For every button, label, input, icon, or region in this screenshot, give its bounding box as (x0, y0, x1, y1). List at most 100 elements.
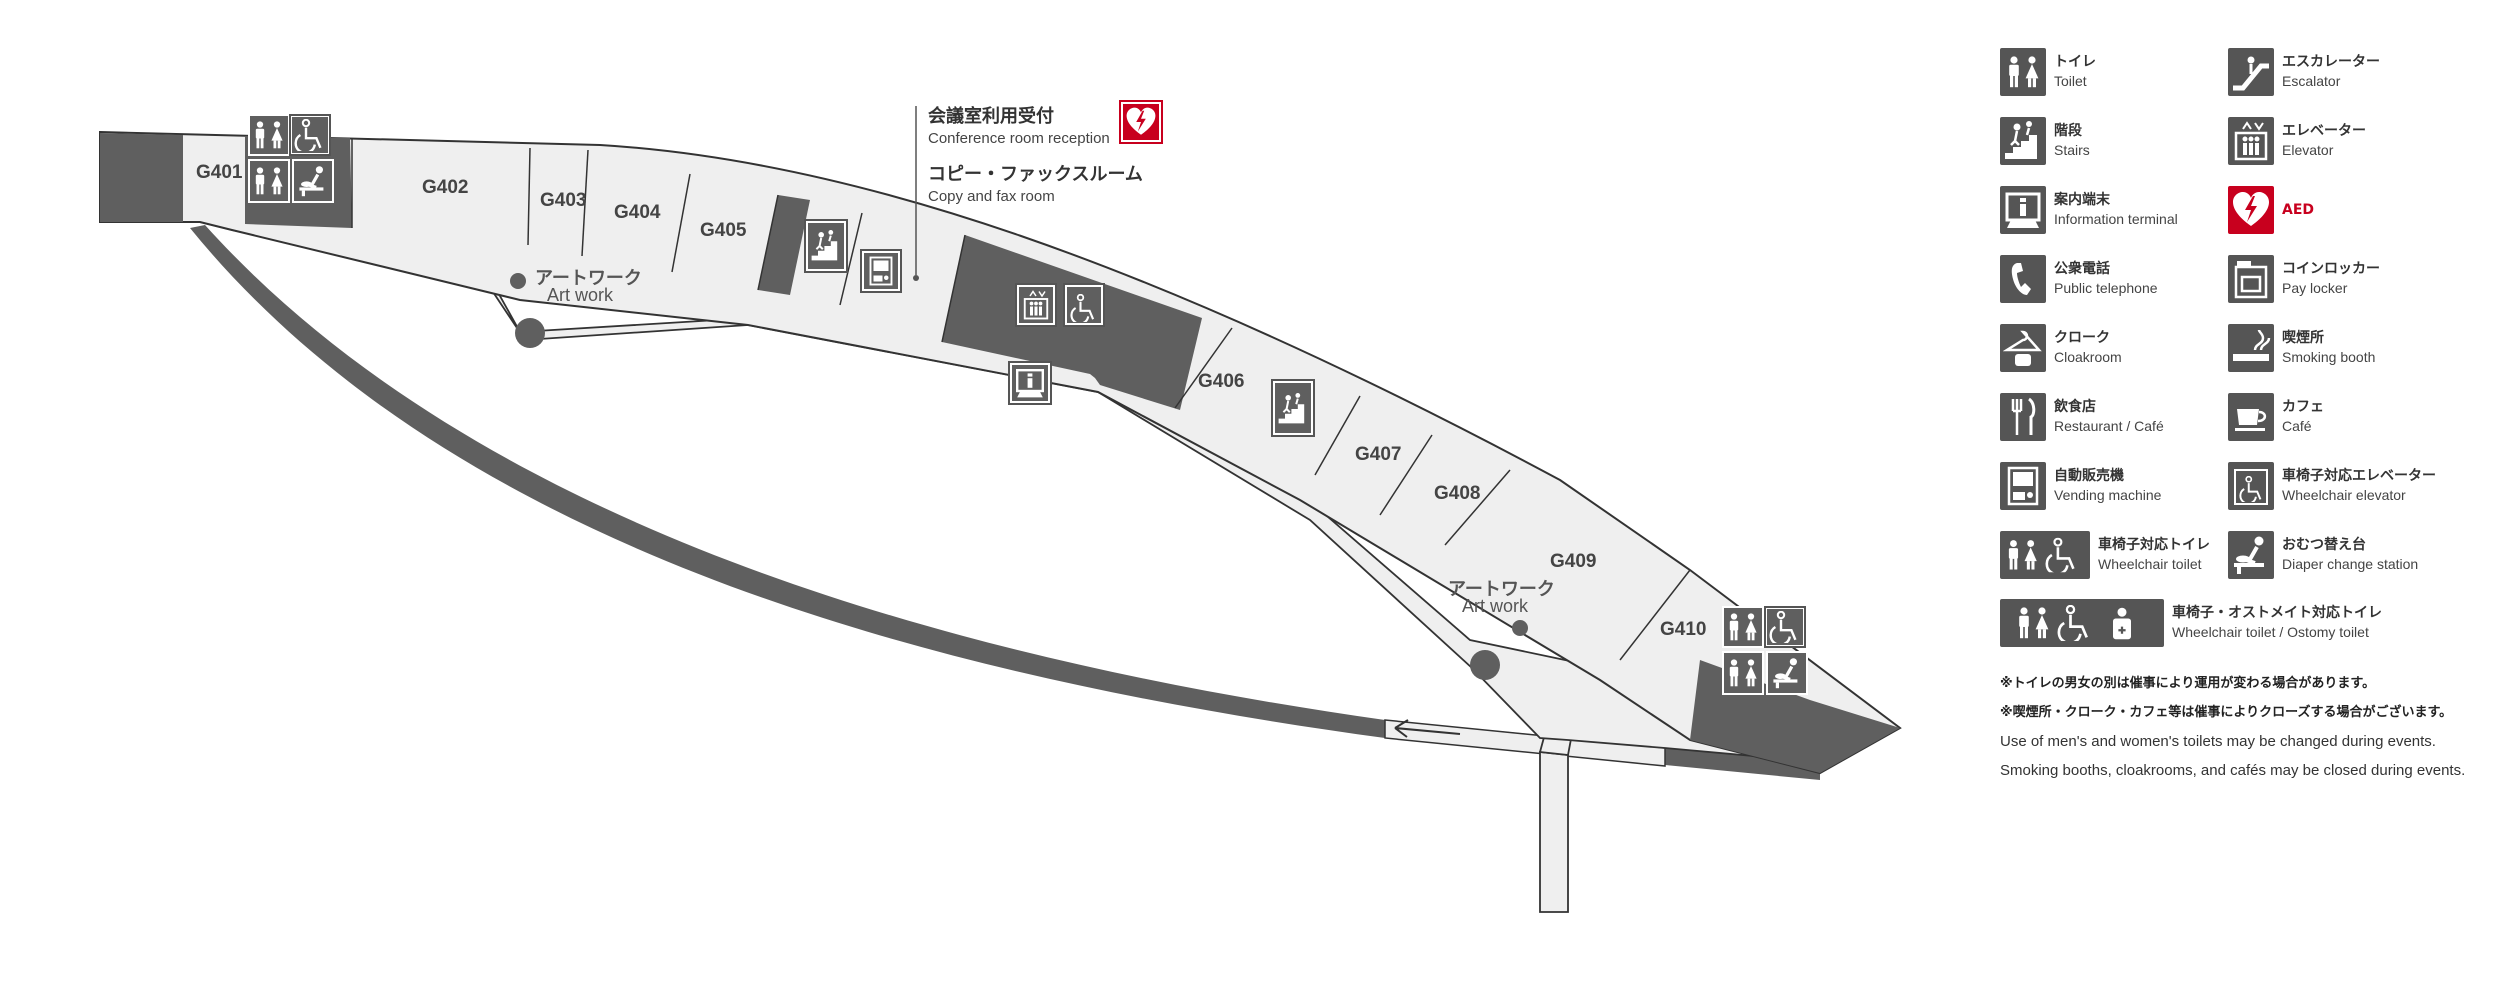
legend-jp: エスカレーター (2282, 54, 2380, 70)
legend-item-wheelchair-elevator: 車椅子対応エレベーター Wheelchair elevator (2228, 462, 2456, 510)
floor-map: G401 G402 G403 G404 G405 G406 G407 G408 … (99, 100, 1902, 913)
artwork-large-dot-right (1470, 650, 1500, 680)
copy-fax-room-en: Copy and fax room (928, 188, 1055, 205)
room-dividers (351, 138, 1691, 661)
toilet-map-icon-4 (1722, 651, 1764, 695)
legend-item-elevator: エレベーター Elevator (2228, 117, 2456, 165)
aed-icon (2228, 186, 2274, 234)
aed-map-icon (1119, 100, 1163, 144)
room-band (99, 130, 1902, 775)
legend-en: Vending machine (2054, 487, 2162, 503)
legend: トイレ Toilet エスカレーター Escalator 階段 Stairs エレベー… (2000, 48, 2490, 785)
conference-reception-jp: 会議室利用受付 (928, 105, 1054, 127)
restaurant-icon (2000, 393, 2046, 441)
legend-item-information-terminal: 案内端末 Information terminal (2000, 186, 2228, 234)
legend-jp: 喫煙所 (2282, 330, 2324, 346)
wheelchair-elevator-map-icon (1063, 283, 1105, 327)
legend-jp: 車椅子対応トイレ (2098, 537, 2210, 553)
legend-en: Smoking booth (2282, 349, 2376, 365)
toilet-map-icon (248, 114, 290, 156)
elevator-map-icon (1015, 283, 1057, 327)
room-label-g406: G406 (1198, 371, 1244, 392)
legend-jp: コインロッカー (2282, 261, 2380, 277)
note-closure-jp: ※喫煙所・クローク・カフェ等は催事によりクローズする場合がございます。 (2000, 705, 2453, 720)
south-corridor (1539, 750, 1569, 913)
diaper-map-icon (292, 159, 334, 203)
cafe-icon (2228, 393, 2274, 441)
artwork-left-en: Art work (547, 285, 614, 305)
room-label-g403: G403 (540, 190, 586, 211)
room-label-g409: G409 (1550, 551, 1596, 572)
note-toilet-jp: ※トイレの男女の別は催事により運用が変わる場合があります。 (2000, 676, 2376, 691)
legend-en: Pay locker (2282, 280, 2348, 296)
legend-item-toilet: トイレ Toilet (2000, 48, 2228, 96)
legend-jp: 案内端末 (2054, 192, 2110, 208)
legend-en: Wheelchair elevator (2282, 487, 2406, 503)
legend-en: Stairs (2054, 142, 2090, 158)
legend-item-pay-locker: コインロッカー Pay locker (2228, 255, 2456, 303)
stairs-map-icon (804, 219, 848, 273)
legend-jp: トイレ (2054, 54, 2096, 70)
wheelchair-map-icon-2 (1764, 606, 1806, 648)
artwork-right-jp: アートワーク (1448, 579, 1555, 600)
wheelchair-toilet-icon (2000, 531, 2090, 579)
legend-en: Public telephone (2054, 280, 2158, 296)
conference-reception-en: Conference room reception (928, 130, 1110, 147)
room-label-g405: G405 (700, 220, 747, 241)
legend-en: Café (2282, 418, 2312, 434)
toilet-map-icon-3 (1722, 606, 1764, 648)
artwork-right-en: Art work (1462, 596, 1529, 616)
arrow-left-icon (1394, 719, 1461, 738)
vending-map-icon (860, 249, 902, 293)
information-terminal-icon (2000, 186, 2046, 234)
legend-jp: エレベーター (2282, 123, 2366, 139)
note-closure-en: Smoking booths, cloakrooms, and cafés ma… (2000, 762, 2466, 779)
copy-fax-room-jp: コピー・ファックスルーム (928, 164, 1143, 185)
legend-item-smoking-booth: 喫煙所 Smoking booth (2228, 324, 2456, 372)
diaper-change-icon (2228, 531, 2274, 579)
smoking-booth-icon (2228, 324, 2274, 372)
elevator-icon (2228, 117, 2274, 165)
room-label-g410: G410 (1660, 619, 1706, 640)
diaper-map-icon-2 (1766, 651, 1808, 695)
information-terminal-map-icon (1008, 361, 1052, 405)
room-label-g408: G408 (1434, 483, 1480, 504)
legend-jp: 飲食店 (2054, 399, 2096, 415)
toilet-icon (2000, 48, 2046, 96)
legend-jp: 車椅子対応エレベーター (2282, 468, 2436, 484)
note-toilet-en: Use of men's and women's toilets may be … (2000, 733, 2436, 750)
room-label-g407: G407 (1355, 444, 1401, 465)
legend-en: Wheelchair toilet / Ostomy toilet (2172, 624, 2369, 640)
room-label-g401: G401 (196, 162, 243, 183)
cloakroom-icon (2000, 324, 2046, 372)
escalator-icon (2228, 48, 2274, 96)
legend-en: Elevator (2282, 142, 2334, 158)
public-telephone-icon (2000, 255, 2046, 303)
map-icons (248, 114, 1808, 695)
artwork-dot-left (510, 273, 526, 289)
legend-en: Cloakroom (2054, 349, 2122, 365)
legend-jp: 車椅子・オストメイト対応トイレ (2172, 605, 2382, 621)
legend-jp: おむつ替え台 (2282, 537, 2366, 553)
legend-jp: AED (2282, 201, 2315, 218)
artwork-left-jp: アートワーク (535, 268, 642, 289)
legend-en: Information terminal (2054, 211, 2178, 227)
room-label-g402: G402 (422, 177, 468, 198)
legend-en: Toilet (2054, 73, 2087, 89)
wheelchair-elevator-icon (2228, 462, 2274, 510)
legend-jp: 階段 (2054, 123, 2082, 139)
legend-notes: ※トイレの男女の別は催事により運用が変わる場合があります。 ※喫煙所・クローク・… (2000, 669, 2490, 785)
vending-machine-icon (2000, 462, 2046, 510)
dark-block-west (100, 133, 183, 222)
room-label-g404: G404 (614, 202, 661, 223)
stairs-map-icon-2 (1271, 379, 1315, 437)
legend-item-aed: AED (2228, 186, 2456, 234)
legend-en: Escalator (2282, 73, 2341, 89)
legend-item-restaurant: 飲食店 Restaurant / Café (2000, 393, 2228, 441)
legend-en: Restaurant / Café (2054, 418, 2164, 434)
